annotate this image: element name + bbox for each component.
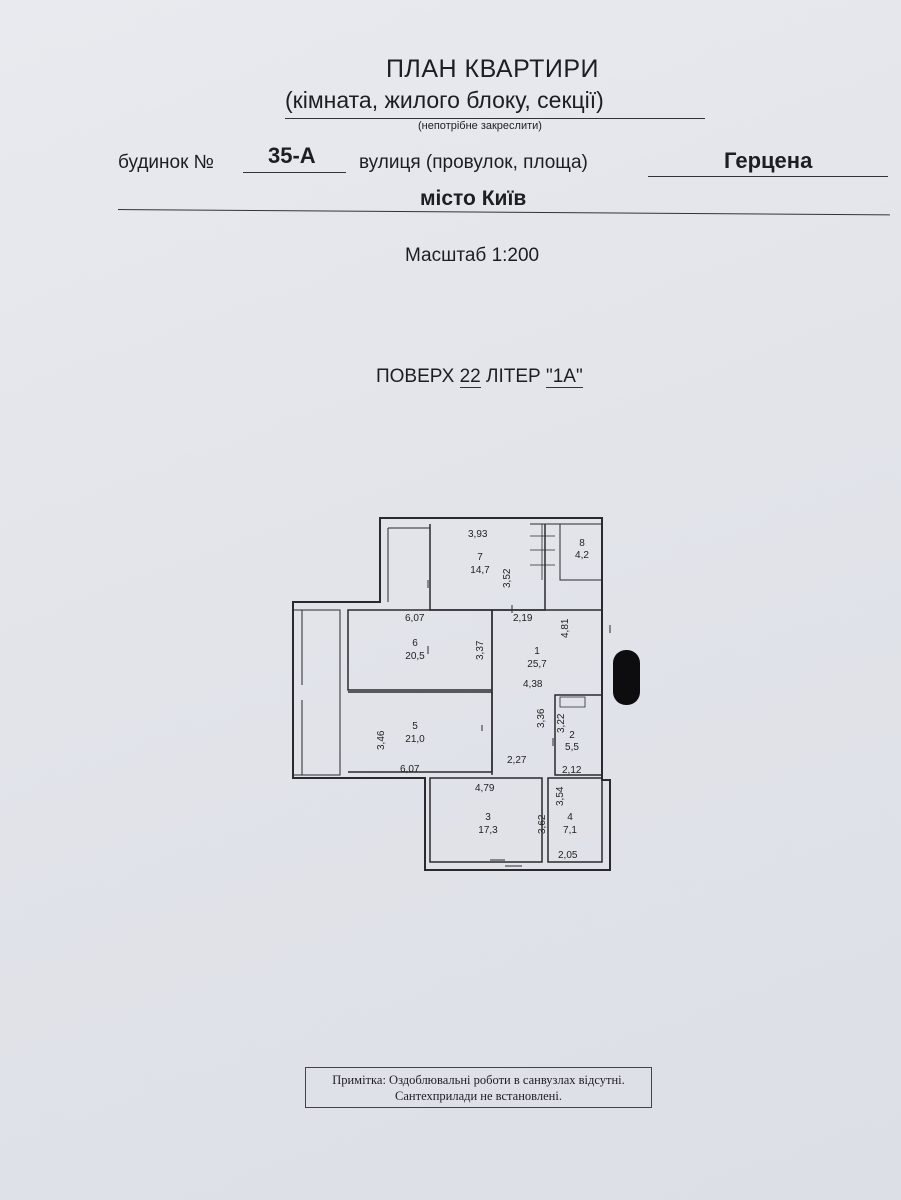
remark-line: Сантехприлади не встановлені. [395,1089,562,1103]
dimension: 4,81 [560,618,571,638]
dimension: 4,38 [523,679,543,690]
dimension: 3,37 [475,640,486,660]
remark-box: Примітка: Оздоблювальні роботи в санвузл… [305,1067,652,1108]
house-underline [243,172,346,173]
dimension: 6,07 [400,764,420,775]
room-number: 6 [412,638,418,649]
dimension: 6,07 [405,613,425,624]
room-area: 4,2 [575,550,589,561]
room-area: 21,0 [405,734,425,745]
letter-value: "1А" [545,366,583,388]
room-area: 14,7 [470,565,490,576]
dimension: 2,19 [513,613,533,624]
strike-note: (непотрібне закреслити) [418,120,542,132]
dimension: 2,05 [558,850,578,861]
subtitle-strikeline [285,118,705,119]
dimension: 3,22 [556,713,567,733]
dimension: 4,79 [475,783,495,794]
room-area: 25,7 [527,659,547,670]
dimension: 2,27 [507,755,527,766]
document-title: ПЛАН КВАРТИРИ [385,55,600,83]
city-name: місто Київ [420,187,527,210]
letter-label: ЛІТЕР [485,366,541,387]
room-labels: 7 14,7 8 4,2 6 20,5 1 25,7 5 21,0 2 5,5 … [405,538,589,836]
dimension: 3,52 [502,568,513,588]
dimension: 3,36 [536,708,547,728]
room-number: 5 [412,721,418,732]
room-area: 20,5 [405,651,425,662]
dimension-labels: 3,93 3,52 6,07 3,37 2,19 4,81 4,38 3,36 … [376,529,582,861]
floor-label: ПОВЕРХ [376,366,455,387]
room-number: 7 [477,552,483,563]
dimension: 3,93 [468,529,488,540]
room-area: 7,1 [563,825,577,836]
street-name: Герцена [724,148,813,173]
room-number: 1 [534,646,540,657]
room-area: 5,5 [565,742,579,753]
room-number: 3 [485,812,491,823]
document-subtitle: (кімната, жилого блоку, секції) [285,87,604,113]
house-number: 35-А [268,143,316,168]
floor-number: 22 [459,366,481,388]
street-underline [648,176,888,177]
dimension: 3,62 [537,814,548,834]
street-label: вулиця (провулок, площа) [359,152,588,173]
room-number: 2 [569,730,575,741]
redaction-mark [613,650,640,705]
house-label: будинок № [118,152,215,173]
room-number: 4 [567,812,573,823]
dimension: 3,46 [376,730,387,750]
room-area: 17,3 [478,825,498,836]
dimension: 2,12 [562,765,582,776]
remark-line: Примітка: Оздоблювальні роботи в санвузл… [332,1073,625,1087]
floor-info: ПОВЕРХ 22 ЛІТЕР "1А" [376,366,583,388]
room-number: 8 [579,538,585,549]
dimension: 3,54 [555,786,566,806]
scale-label: Масштаб 1:200 [405,245,540,266]
floor-plan: 7 14,7 8 4,2 6 20,5 1 25,7 5 21,0 2 5,5 … [292,517,611,871]
